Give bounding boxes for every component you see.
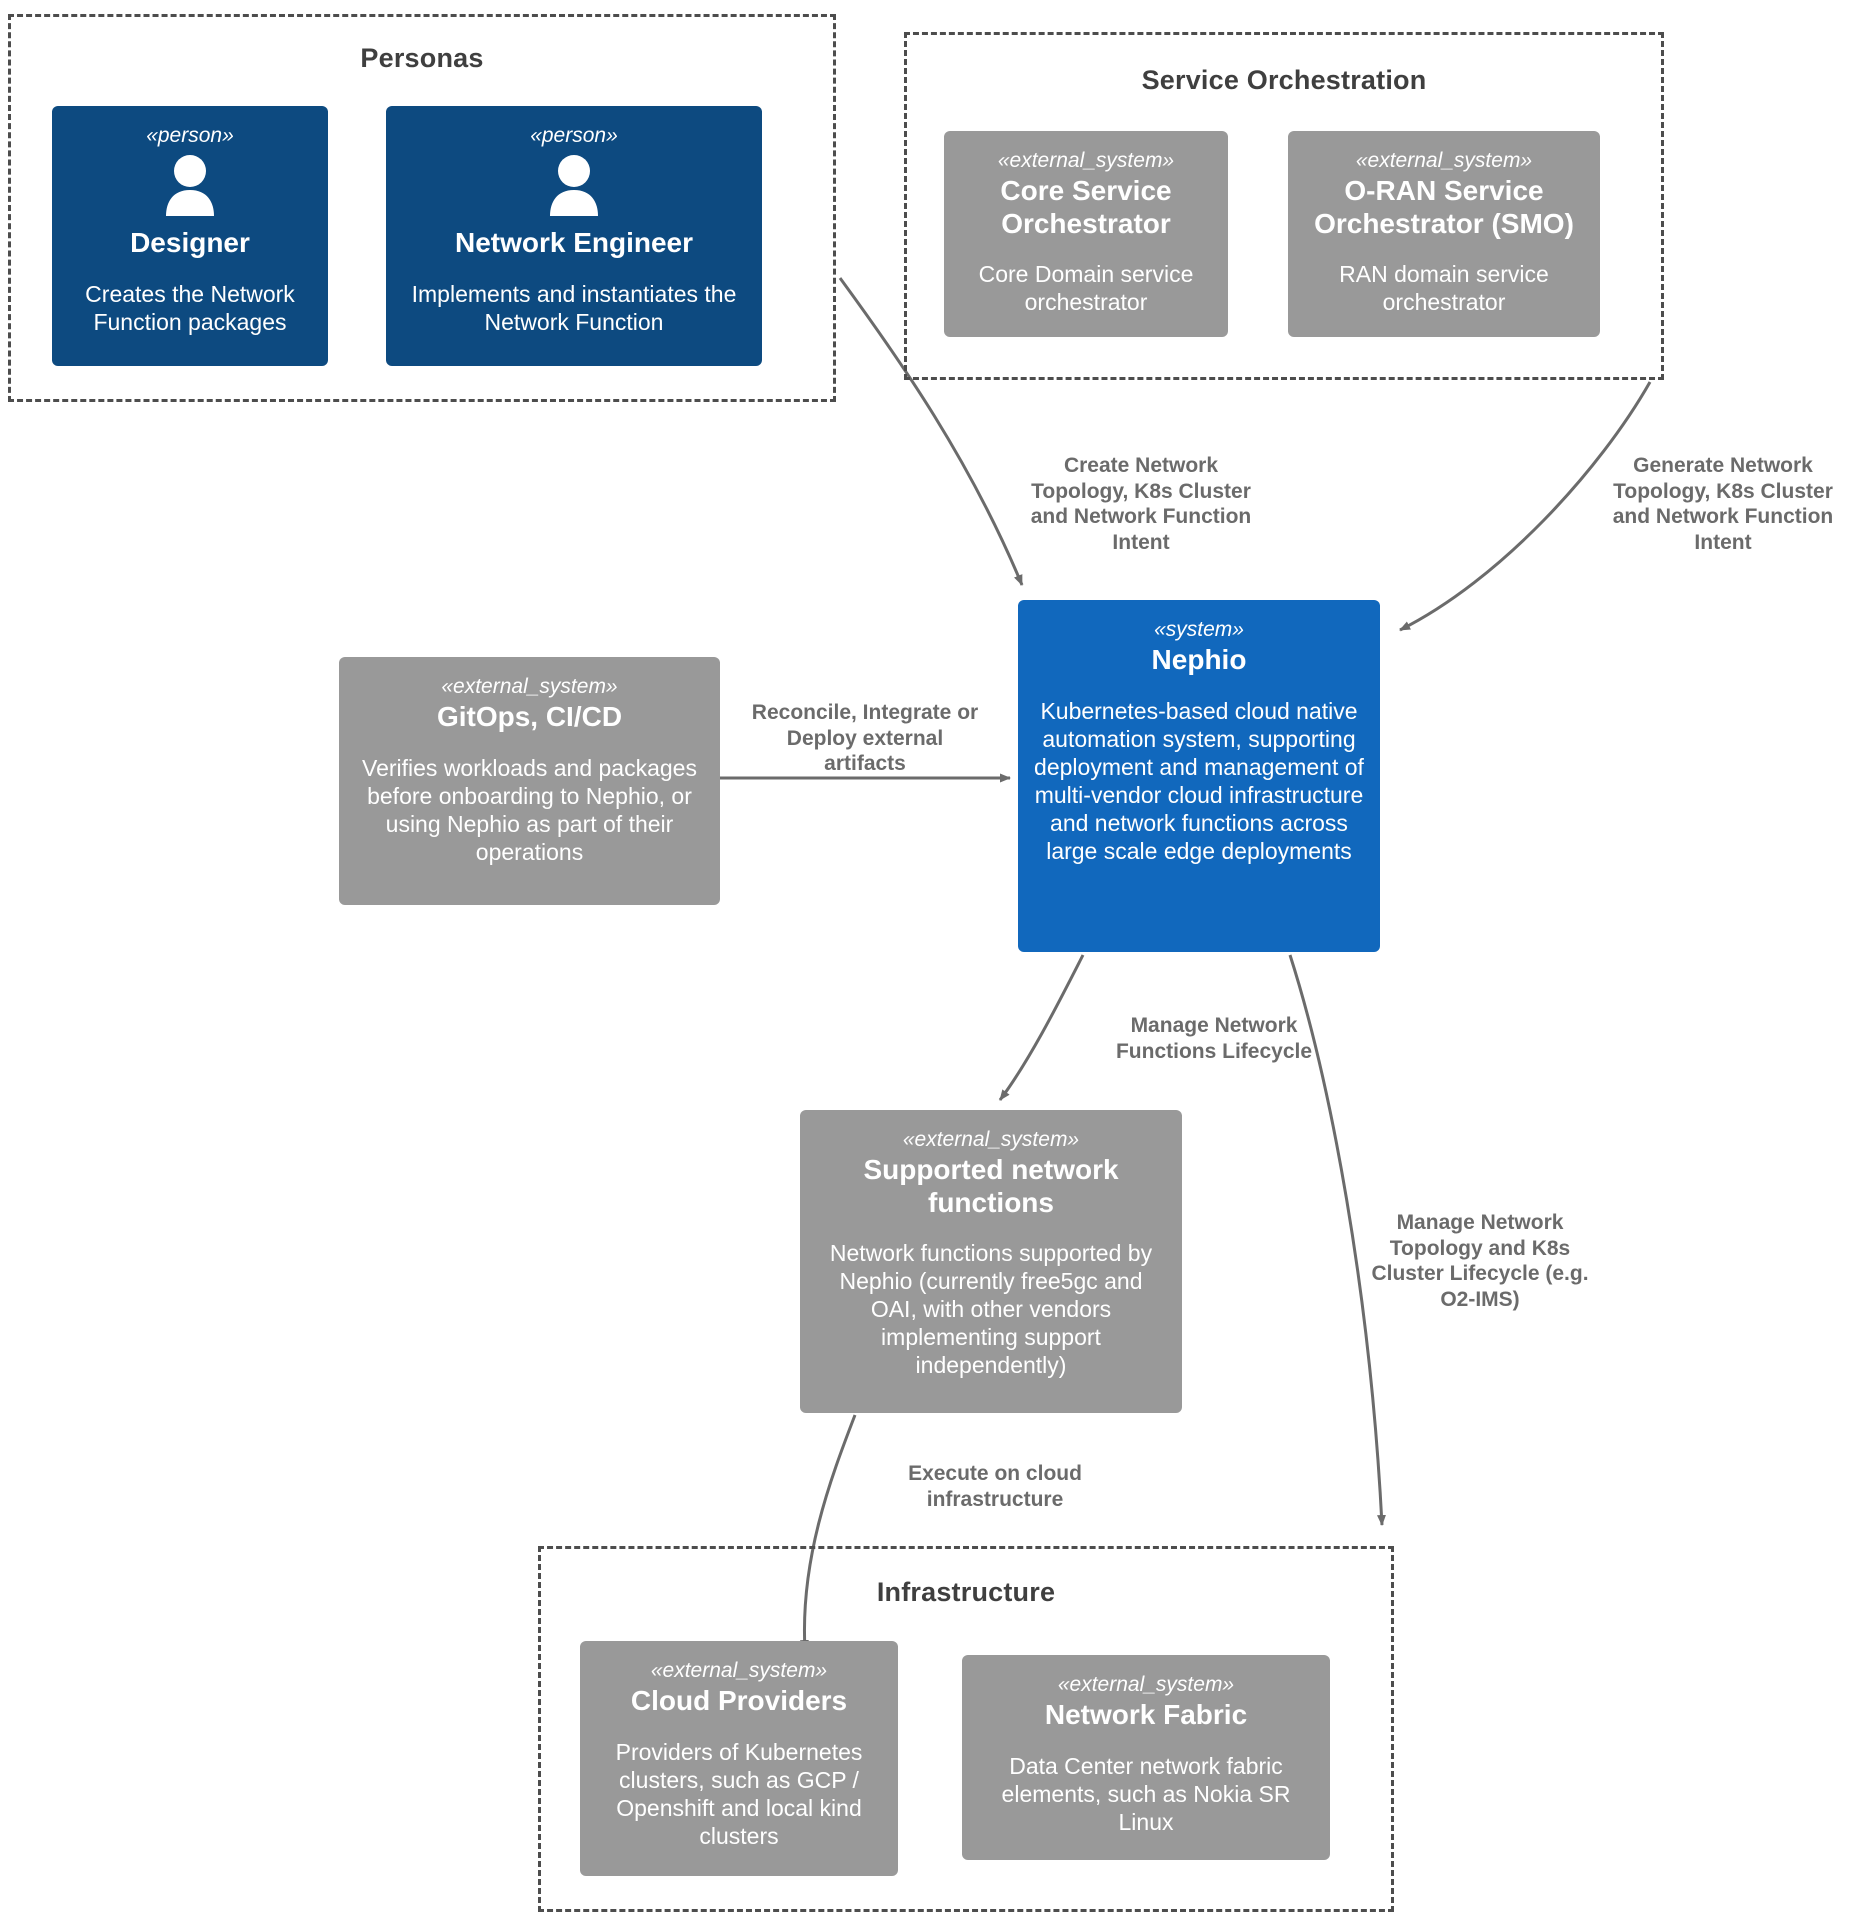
designer-stereotype: «person» bbox=[146, 124, 234, 147]
gitops-stereotype: «external_system» bbox=[441, 675, 618, 698]
group-personas: Personas bbox=[8, 14, 836, 402]
node-gitops[interactable]: «external_system» GitOps, CI/CD Verifies… bbox=[339, 657, 720, 905]
network-engineer-description: Implements and instantiates the Network … bbox=[411, 280, 737, 335]
group-service-orchestration-title: Service Orchestration bbox=[1141, 65, 1427, 95]
node-core-service-orchestrator[interactable]: «external_system» Core Service Orchestra… bbox=[944, 131, 1228, 337]
edge-label-nephio-to-nfs: Manage Network Functions Lifecycle bbox=[1115, 1014, 1313, 1063]
node-cloud-providers[interactable]: «external_system» Cloud Providers Provid… bbox=[580, 1641, 898, 1876]
core-service-orchestrator-title: Core Service Orchestrator bbox=[1000, 175, 1172, 239]
network-engineer-stereotype: «person» bbox=[530, 124, 618, 147]
gitops-title: GitOps, CI/CD bbox=[436, 701, 623, 733]
group-infrastructure: Infrastructure bbox=[538, 1546, 1394, 1912]
node-network-fabric[interactable]: «external_system» Network Fabric Data Ce… bbox=[962, 1655, 1330, 1860]
oran-service-orchestrator-title: O-RAN Service Orchestrator (SMO) bbox=[1314, 175, 1574, 239]
edge-label-engineer-to-nephio: Create Network Topology, K8s Cluster and… bbox=[1030, 454, 1252, 554]
node-nephio[interactable]: «system» Nephio Kubernetes-based cloud n… bbox=[1018, 600, 1380, 952]
cloud-providers-stereotype: «external_system» bbox=[650, 1659, 828, 1682]
edge-label-nephio-to-infrastructure: Manage Network Topology and K8s Cluster … bbox=[1371, 1211, 1589, 1311]
edge-nephio-to-nfs bbox=[998, 954, 1085, 1101]
designer-description: Creates the Network Function packages bbox=[85, 280, 295, 335]
oran-service-orchestrator-stereotype: «external_system» bbox=[1355, 149, 1533, 172]
node-supported-network-functions[interactable]: «external_system» Supported network func… bbox=[800, 1110, 1182, 1413]
core-service-orchestrator-description: Core Domain service orchestrator bbox=[978, 261, 1194, 316]
supported-network-functions-description: Network functions supported by Nephio (c… bbox=[829, 1240, 1153, 1379]
person-icon bbox=[68, 154, 312, 223]
network-fabric-stereotype: «external_system» bbox=[1057, 1673, 1235, 1696]
edge-label-gitops-to-nephio: Reconcile, Integrate or Deploy external … bbox=[751, 701, 979, 776]
nephio-stereotype: «system» bbox=[1154, 618, 1244, 641]
supported-network-functions-stereotype: «external_system» bbox=[902, 1128, 1080, 1151]
network-fabric-description: Data Center network fabric elements, suc… bbox=[1001, 1752, 1291, 1835]
gitops-description: Verifies workloads and packages before o… bbox=[362, 754, 697, 865]
nephio-title: Nephio bbox=[1151, 644, 1247, 676]
supported-network-functions-title: Supported network functions bbox=[863, 1154, 1119, 1218]
designer-title: Designer bbox=[130, 227, 250, 259]
network-fabric-title: Network Fabric bbox=[1044, 1699, 1248, 1731]
edge-label-nfs-to-cloud-providers: Execute on cloud infrastructure bbox=[908, 1462, 1082, 1511]
node-oran-service-orchestrator[interactable]: «external_system» O-RAN Service Orchestr… bbox=[1288, 131, 1600, 337]
group-service-orchestration: Service Orchestration bbox=[904, 32, 1664, 380]
group-infrastructure-title: Infrastructure bbox=[876, 1577, 1056, 1607]
nephio-description: Kubernetes-based cloud native automation… bbox=[1034, 697, 1364, 864]
core-service-orchestrator-stereotype: «external_system» bbox=[997, 149, 1175, 172]
network-engineer-title: Network Engineer bbox=[454, 227, 694, 259]
node-designer[interactable]: «person» Designer Creates the Network Fu… bbox=[52, 106, 328, 366]
cloud-providers-title: Cloud Providers bbox=[630, 1685, 848, 1717]
node-network-engineer[interactable]: «person» Network Engineer Implements and… bbox=[386, 106, 762, 366]
cloud-providers-description: Providers of Kubernetes clusters, such a… bbox=[615, 1738, 863, 1849]
group-personas-title: Personas bbox=[360, 43, 484, 73]
oran-service-orchestrator-description: RAN domain service orchestrator bbox=[1339, 261, 1549, 316]
person-icon bbox=[402, 154, 746, 223]
edge-label-smo-to-nephio: Generate Network Topology, K8s Cluster a… bbox=[1612, 454, 1834, 554]
